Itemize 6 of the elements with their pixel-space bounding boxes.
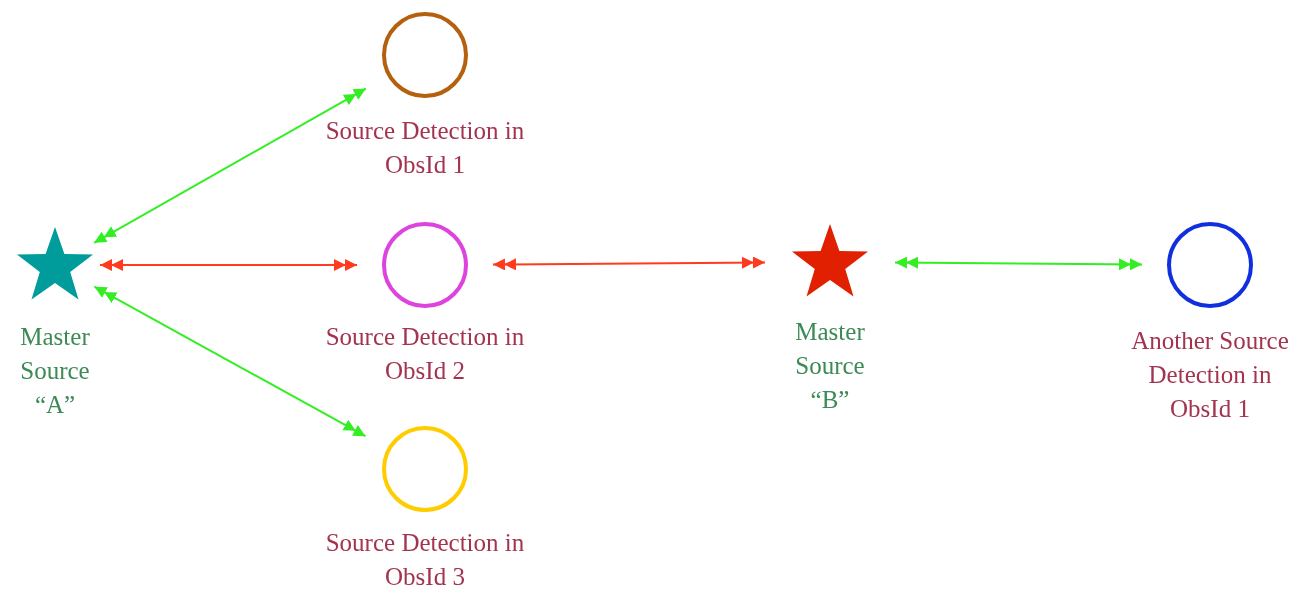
node-label: Another Source Detection in ObsId 1 — [1130, 326, 1290, 424]
node-label: Master Source “A” — [19, 322, 91, 420]
node-label: Source Detection in ObsId 2 — [324, 322, 526, 386]
node-label: Master Source “B” — [794, 317, 866, 415]
node-label: Source Detection in ObsId 3 — [324, 528, 526, 592]
node-label: Source Detection in ObsId 1 — [324, 116, 526, 180]
